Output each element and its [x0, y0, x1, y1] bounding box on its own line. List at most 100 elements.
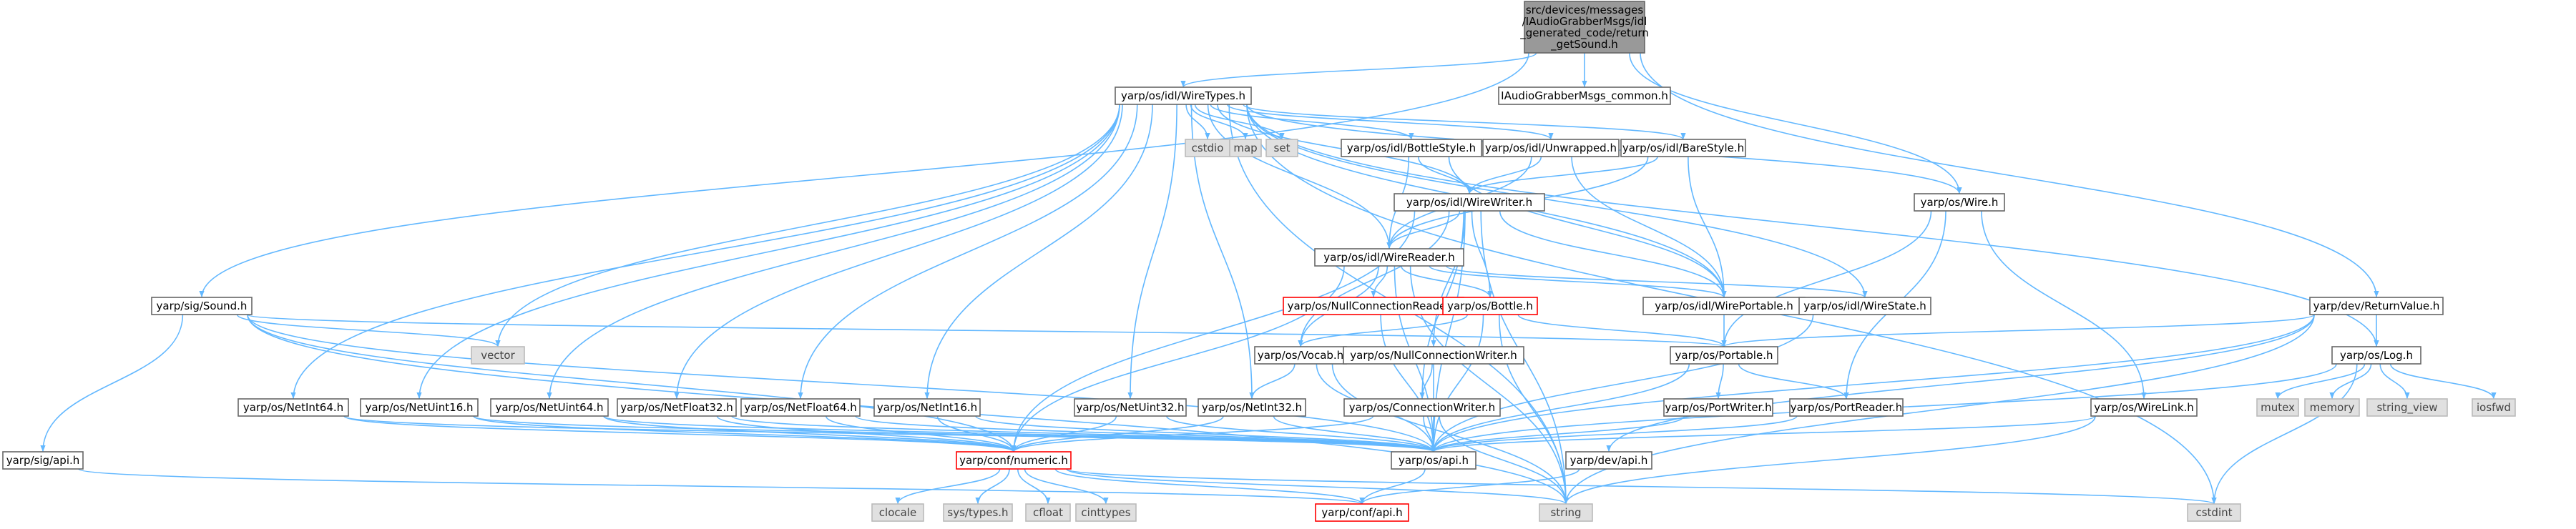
- edge-netint16-to-numeric: [936, 415, 1017, 453]
- node-sigapi[interactable]: yarp/sig/api.h: [2, 451, 84, 470]
- node-netint64[interactable]: yarp/os/NetInt64.h: [237, 398, 349, 417]
- node-box: [1642, 297, 1806, 315]
- node-portwriter[interactable]: yarp/os/PortWriter.h: [1663, 398, 1773, 417]
- node-netuint16[interactable]: yarp/os/NetUint16.h: [360, 398, 479, 417]
- node-netfloat32[interactable]: yarp/os/NetFloat32.h: [617, 398, 737, 417]
- node-numeric[interactable]: yarp/conf/numeric.h: [956, 451, 1072, 470]
- node-netint16[interactable]: yarp/os/NetInt16.h: [873, 398, 981, 417]
- node-map[interactable]: map: [1229, 139, 1262, 157]
- edge-portable-to-portreader: [1738, 363, 1849, 400]
- edge-netuint64-to-osapi: [603, 415, 1436, 453]
- node-wirewriter[interactable]: yarp/os/idl/WireWriter.h: [1394, 193, 1545, 212]
- node-box: [1254, 346, 1347, 365]
- edge-wirereader-to-nullconnreader: [1371, 265, 1389, 298]
- node-label: yarp/dev/api.h: [1570, 454, 1648, 467]
- node-box: [1025, 503, 1071, 522]
- node-label: yarp/os/NetFloat32.h: [620, 401, 733, 414]
- node-label: sys/types.h: [947, 506, 1008, 519]
- node-iagcommon[interactable]: IAudioGrabberMsgs_common.h: [1498, 86, 1671, 105]
- node-wirestate[interactable]: yarp/os/idl/WireState.h: [1798, 297, 1931, 315]
- node-bottlestyle[interactable]: yarp/os/idl/BottleStyle.h: [1341, 139, 1482, 157]
- node-wirereader[interactable]: yarp/os/idl/WireReader.h: [1314, 248, 1464, 267]
- edge-wiretypes-to-log: [1246, 104, 2379, 347]
- node-string_view[interactable]: string_view: [2366, 398, 2448, 417]
- node-nullconnwriter[interactable]: yarp/os/NullConnectionWriter.h: [1343, 346, 1524, 365]
- node-label: yarp/conf/numeric.h: [959, 454, 1068, 467]
- node-iosfwd[interactable]: iosfwd: [2472, 398, 2516, 417]
- node-label: _generated_code/return: [1519, 26, 1649, 40]
- node-netfloat64[interactable]: yarp/os/NetFloat64.h: [740, 398, 861, 417]
- node-devapi[interactable]: yarp/dev/api.h: [1565, 451, 1652, 470]
- node-box: [360, 398, 479, 417]
- node-box: [1343, 398, 1501, 417]
- edge-connwriter-to-numeric: [1011, 415, 1374, 453]
- node-label: yarp/os/NullConnectionWriter.h: [1350, 349, 1517, 362]
- node-bottle[interactable]: yarp/os/Bottle.h: [1442, 297, 1538, 315]
- node-portable[interactable]: yarp/os/Portable.h: [1670, 346, 1778, 365]
- edge-log-to-string_view: [2379, 363, 2410, 400]
- node-box: [1798, 297, 1931, 315]
- edge-netfloat32-to-numeric: [716, 415, 1017, 453]
- edge-netint64-to-numeric: [343, 415, 1017, 453]
- node-returnvalue[interactable]: yarp/dev/ReturnValue.h: [2309, 297, 2444, 315]
- node-label: string: [1550, 506, 1581, 519]
- edge-netint32-to-osapi: [1273, 415, 1436, 453]
- node-box: [471, 346, 525, 365]
- node-clocale[interactable]: clocale: [871, 503, 924, 522]
- edge-bottlestyle-to-wireportable: [1448, 156, 1727, 298]
- node-memory[interactable]: memory: [2304, 398, 2360, 417]
- node-box: [617, 398, 737, 417]
- node-box: [2304, 398, 2360, 417]
- node-label: yarp/os/idl/BareStyle.h: [1622, 142, 1744, 154]
- node-box: [1265, 139, 1298, 157]
- node-cfloat[interactable]: cfloat: [1025, 503, 1071, 522]
- node-box: [1343, 346, 1524, 365]
- node-netint32[interactable]: yarp/os/NetInt32.h: [1198, 398, 1306, 417]
- node-box: [1498, 86, 1671, 105]
- node-wireportable[interactable]: yarp/os/idl/WirePortable.h: [1642, 297, 1806, 315]
- edge-netfloat32-to-osapi: [731, 415, 1436, 453]
- edge-netuint32-to-numeric: [1011, 415, 1117, 453]
- node-vocab[interactable]: yarp/os/Vocab.h: [1254, 346, 1347, 365]
- node-nullconnreader[interactable]: yarp/os/NullConnectionReader.h: [1283, 297, 1464, 315]
- node-confapi[interactable]: yarp/conf/api.h: [1315, 503, 1409, 522]
- node-root[interactable]: src/devices/messages/IAudioGrabberMsgs/i…: [1519, 1, 1649, 54]
- node-wirelink[interactable]: yarp/os/WireLink.h: [2090, 398, 2198, 417]
- node-netuint32[interactable]: yarp/os/NetUint32.h: [1074, 398, 1187, 417]
- edge-wire-to-portable: [1721, 210, 1932, 347]
- node-mutex[interactable]: mutex: [2256, 398, 2299, 417]
- node-cinttypes[interactable]: cinttypes: [1075, 503, 1137, 522]
- node-log[interactable]: yarp/os/Log.h: [2331, 346, 2421, 365]
- node-cstdint[interactable]: cstdint: [2187, 503, 2241, 522]
- edge-sigapi-to-confapi: [78, 468, 1364, 505]
- node-string[interactable]: string: [1539, 503, 1593, 522]
- node-portreader[interactable]: yarp/os/PortReader.h: [1789, 398, 1904, 417]
- node-box: [237, 398, 349, 417]
- edge-sound-to-sigapi: [40, 314, 184, 453]
- node-osapi[interactable]: yarp/os/api.h: [1391, 451, 1476, 470]
- node-wiretypes[interactable]: yarp/os/idl/WireTypes.h: [1115, 86, 1252, 105]
- node-label: /IAudioGrabberMsgs/idl: [1522, 15, 1647, 28]
- node-connwriter[interactable]: yarp/os/ConnectionWriter.h: [1343, 398, 1501, 417]
- node-wire[interactable]: yarp/os/Wire.h: [1914, 193, 2005, 212]
- node-barestyle[interactable]: yarp/os/idl/BareStyle.h: [1620, 139, 1746, 157]
- node-unwrapped[interactable]: yarp/os/idl/Unwrapped.h: [1482, 139, 1620, 157]
- node-systypes[interactable]: sys/types.h: [943, 503, 1013, 522]
- edge-netint32-to-numeric: [1011, 415, 1224, 453]
- node-sound[interactable]: yarp/sig/Sound.h: [151, 297, 253, 315]
- node-netuint64[interactable]: yarp/os/NetUint64.h: [490, 398, 609, 417]
- edge-nullconnwriter-to-connwriter: [1419, 363, 1433, 400]
- node-vector[interactable]: vector: [471, 346, 525, 365]
- node-box: [1075, 503, 1137, 522]
- node-box: [2090, 398, 2198, 417]
- node-box: [1283, 297, 1464, 315]
- node-box: [2256, 398, 2299, 417]
- node-box: [1663, 398, 1773, 417]
- edge-wire-to-wirelink: [1981, 210, 2147, 400]
- node-cstdio[interactable]: cstdio: [1185, 139, 1230, 157]
- edge-numeric-to-confapi: [1054, 468, 1365, 505]
- node-label: yarp/os/idl/WireReader.h: [1323, 251, 1455, 264]
- edge-netuint16-to-numeric: [473, 415, 1017, 453]
- node-set[interactable]: set: [1265, 139, 1298, 157]
- node-label: yarp/os/Wire.h: [1921, 196, 1999, 209]
